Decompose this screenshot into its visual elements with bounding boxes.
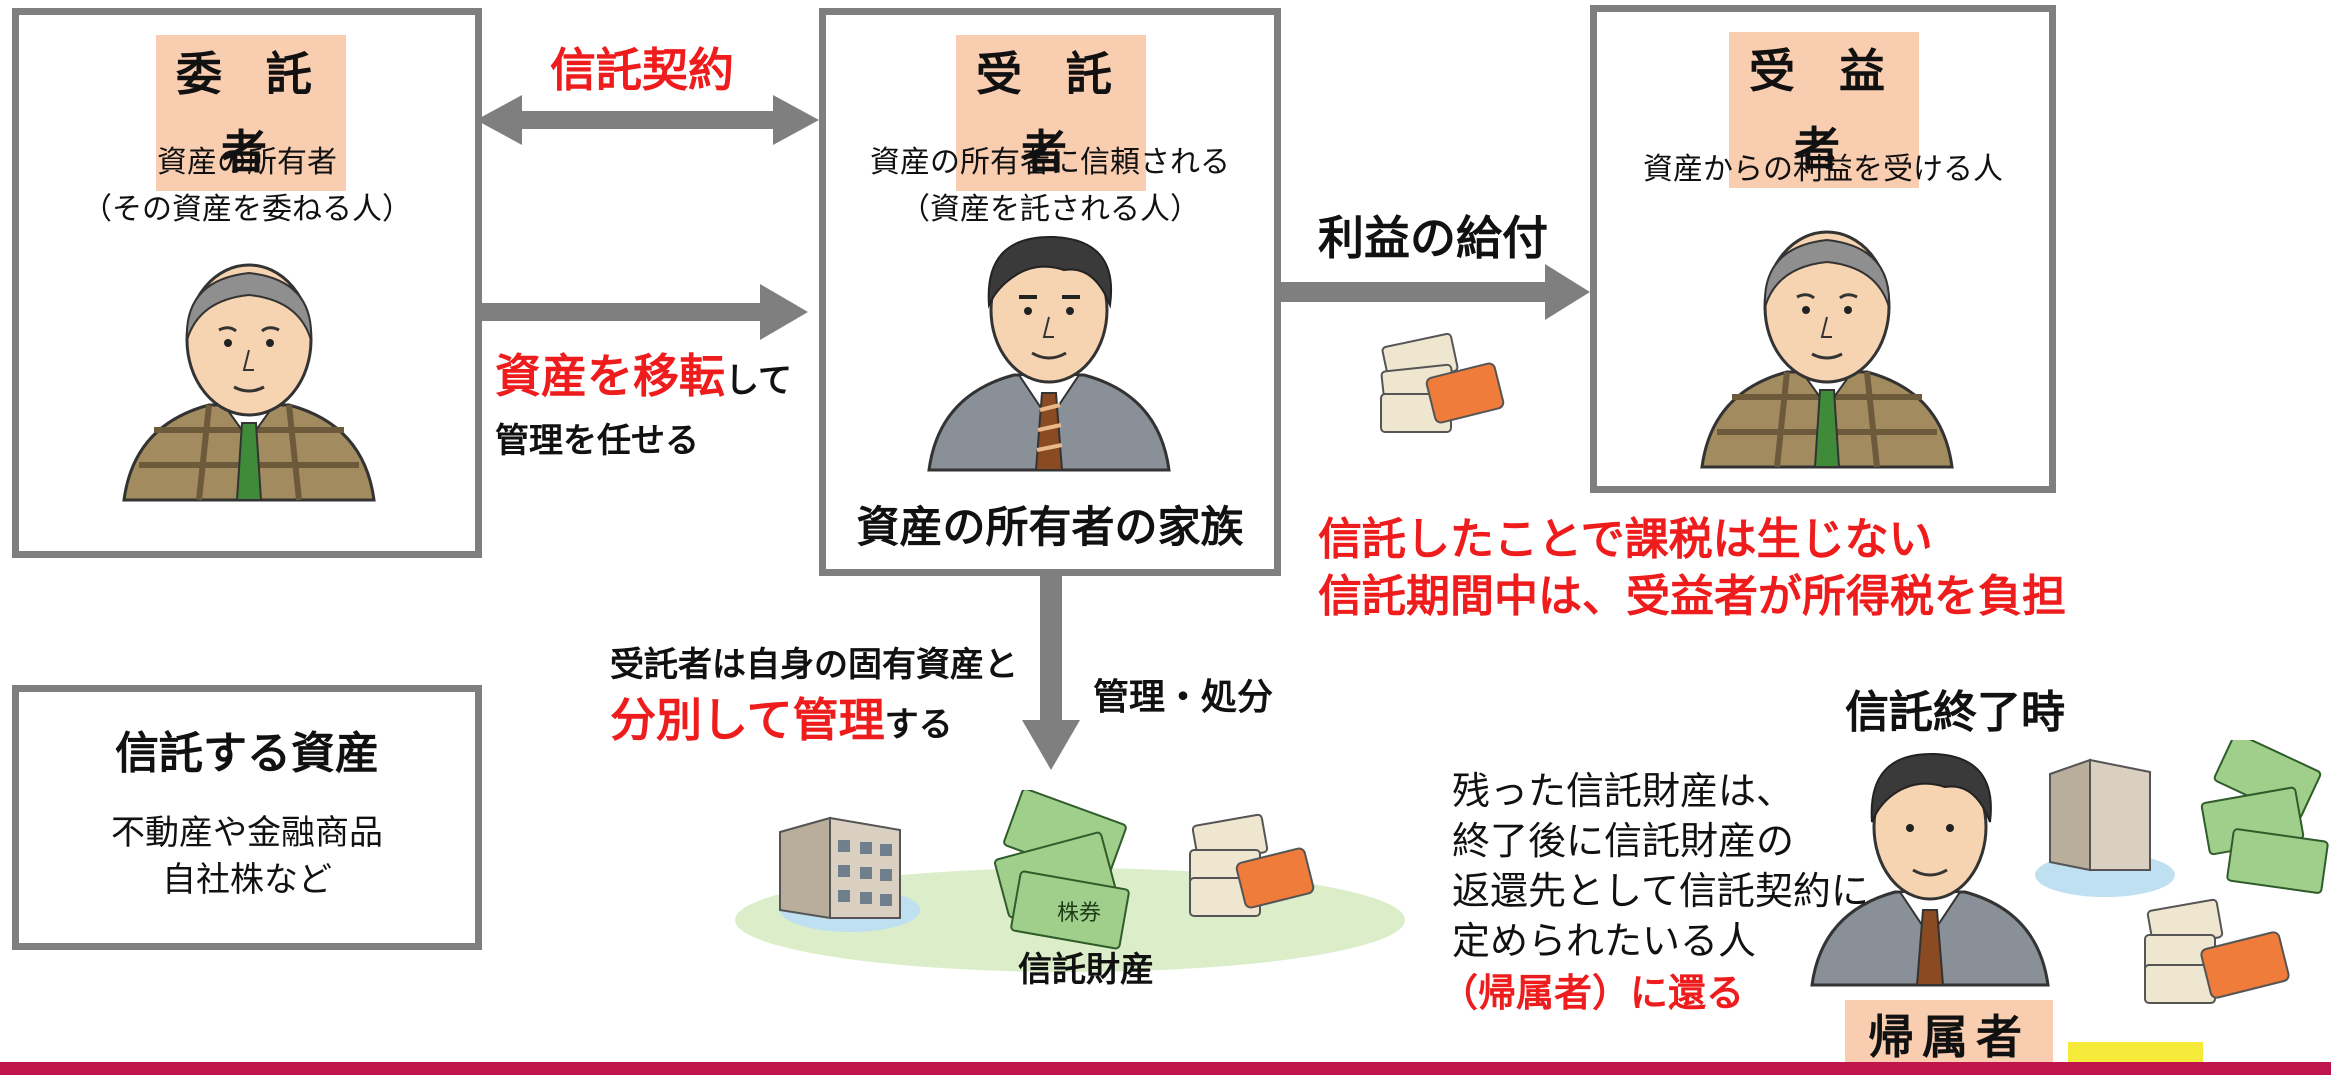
- beneficiary-elderly-man-illustration: [1700, 230, 1954, 469]
- trust-assets-line-2: 自社株など: [162, 860, 332, 900]
- termination-line-4: 定められたいる人: [1452, 919, 1757, 963]
- settlor-box: 委 託 者 資産の所有者 （その資産を委ねる人）: [12, 8, 482, 558]
- trust-assets-line-1: 不動産や金融商品: [111, 813, 383, 853]
- stock-certificate-icon: 株券: [994, 790, 1130, 950]
- trustee-desc-2: （資産を託される人）: [900, 192, 1200, 227]
- segregation-red: 分別して管理: [610, 693, 885, 747]
- termination-line-5: （帰属者）に還る: [1440, 971, 1745, 1015]
- trustee-box: 受 託 者 資産の所有者に信頼される （資産を託される人） 資産の所有者の家族: [819, 8, 1281, 576]
- beneficiary-label: 受 益 者: [1729, 32, 1919, 188]
- manage-down-arrow: [1022, 576, 1080, 770]
- trust-property-label: 信託財産: [1018, 950, 1154, 990]
- benefit-label: 利益の給付: [1318, 211, 1548, 265]
- segregation-rest: する: [884, 705, 953, 745]
- benefit-arrow: [1281, 264, 1590, 320]
- tax-line-2: 信託期間中は、受益者が所得税を負担: [1318, 571, 2066, 622]
- cash-and-card-icon-2: [1189, 813, 1315, 917]
- transfer-arrow: [482, 284, 808, 340]
- transfer-label-rest: して: [725, 361, 792, 401]
- trustee-caption: 資産の所有者の家族: [856, 503, 1244, 553]
- trustee-man-illustration: [927, 235, 1171, 472]
- tax-line-1: 信託したことで課税は生じない: [1318, 514, 1933, 565]
- contract-label: 信託契約: [550, 43, 734, 97]
- beneficiary-desc-1: 資産からの利益を受ける人: [1643, 152, 2003, 187]
- termination-line-2: 終了後に信託財産の: [1452, 819, 1795, 863]
- settlor-desc-1: 資産の所有者: [157, 145, 337, 180]
- trustee-label: 受 託 者: [956, 35, 1146, 191]
- settlor-label: 委 託 者: [156, 35, 346, 191]
- beneficiary-box: 受 益 者 資産からの利益を受ける人: [1590, 5, 2056, 493]
- termination-title: 信託終了時: [1845, 687, 2065, 738]
- settlor-desc-2: （その資産を委ねる人）: [82, 192, 412, 227]
- manage-label: 管理・処分: [1093, 677, 1274, 718]
- contract-double-arrow: [476, 95, 819, 145]
- transfer-label-red: 資産を移転: [495, 349, 725, 403]
- returned-assets-illustration: [2035, 740, 2329, 1004]
- cash-and-card-icon: [1380, 332, 1505, 433]
- settlor-elderly-man-illustration: [122, 263, 376, 502]
- segregation-line-1: 受託者は自身の固有資産と: [610, 645, 1018, 685]
- vested-person-illustration: [1810, 752, 2050, 987]
- trust-assets-title: 信託する資産: [115, 728, 379, 779]
- stock-certificate-text: 株券: [1057, 901, 1101, 926]
- transfer-label-line1: 資産を移転して: [495, 340, 792, 406]
- segregation-line-2: 分別して管理する: [610, 684, 953, 750]
- termination-line-3: 返還先として信託契約に: [1452, 869, 1869, 913]
- trust-property-illustration: 株券: [735, 790, 1405, 972]
- trust-assets-box: 信託する資産 不動産や金融商品 自社株など: [12, 685, 482, 950]
- building-icon: [779, 816, 901, 920]
- trustee-desc-1: 資産の所有者に信頼される: [870, 145, 1230, 180]
- footer-rule: [0, 1062, 2331, 1075]
- transfer-label-line2: 管理を任せる: [495, 421, 699, 461]
- termination-line-1: 残った信託財産は、: [1452, 769, 1795, 813]
